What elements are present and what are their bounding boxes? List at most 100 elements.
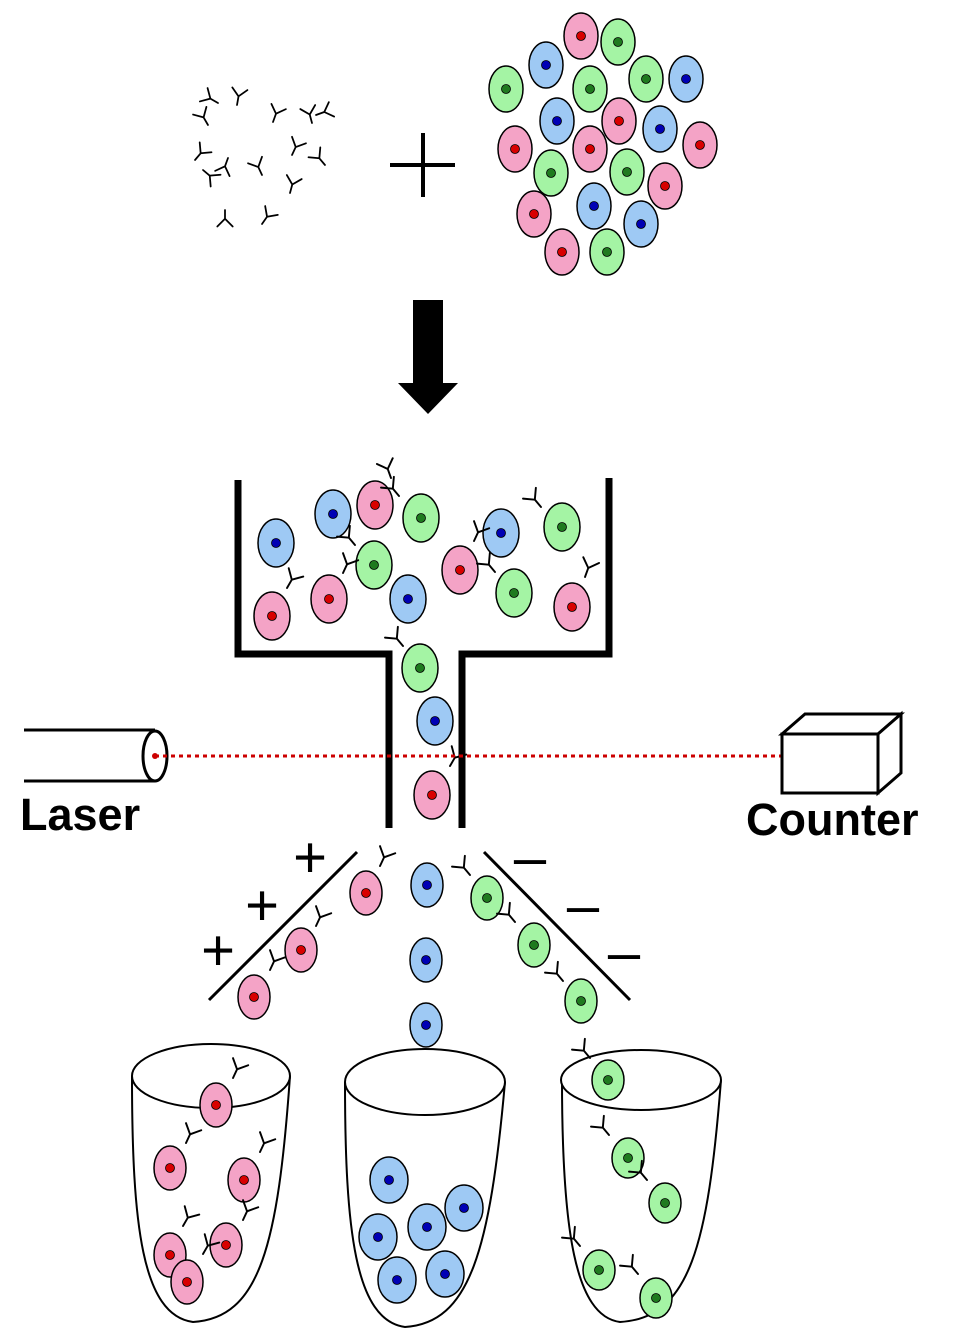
green-cell: [639, 1277, 673, 1319]
pink-cell: [497, 125, 533, 173]
positive-deflection-plate: [207, 850, 359, 1002]
laser-label: Laser: [20, 789, 140, 840]
plus-sign: +: [201, 918, 235, 983]
blue-cell: [409, 937, 443, 983]
sorter-funnel: [234, 478, 613, 828]
green-cell: [628, 55, 664, 103]
antibody-icon: [291, 135, 307, 156]
green-cell: [609, 148, 645, 196]
antibody-icon: [261, 205, 279, 225]
pink-cell: [209, 1222, 243, 1268]
antibody-icon: [476, 551, 496, 573]
blue-collection-cup: [344, 1048, 506, 1329]
pink-cell: [310, 574, 348, 624]
antibody-icon: [270, 102, 287, 123]
antibody-icon: [202, 169, 222, 188]
pink-cell: [349, 870, 383, 916]
blue-cell: [576, 182, 612, 230]
blue-cell: [444, 1184, 484, 1232]
blue-cell: [410, 862, 444, 908]
blue-cell: [389, 574, 427, 624]
antibody-icon: [307, 146, 326, 166]
blue-cell: [425, 1250, 465, 1298]
antibody-icon: [315, 101, 336, 118]
antibody-icon: [628, 1159, 648, 1181]
antibody-icon: [522, 486, 542, 508]
blue-cell: [528, 41, 564, 89]
blue-cell: [623, 200, 659, 248]
antibody-icon: [269, 949, 287, 971]
green-cell: [591, 1059, 625, 1101]
antibody-icon: [342, 552, 360, 574]
green-cell: [470, 875, 504, 921]
antibody-icon: [473, 520, 491, 542]
antibody-icon: [336, 524, 356, 546]
laser-spot: [152, 753, 158, 759]
cell-cluster: [488, 12, 718, 276]
pink-cell: [572, 125, 608, 173]
pink-cell: [413, 770, 451, 820]
green-cell: [611, 1137, 645, 1179]
pink-cell: [237, 974, 271, 1020]
pink-cell: [647, 162, 683, 210]
green-cell: [402, 493, 440, 543]
counter-label: Counter: [746, 794, 919, 845]
pink-cell: [284, 927, 318, 973]
antibody-icon: [315, 905, 333, 927]
minus-sign: –: [608, 920, 641, 985]
antibody-icon: [299, 104, 317, 124]
pink-cell: [253, 591, 291, 641]
antibody-icon: [185, 1122, 203, 1144]
plate-charges: +++–––: [201, 825, 641, 985]
antibody-icon: [379, 845, 397, 867]
pink-cell: [153, 1145, 187, 1191]
blue-cell: [409, 1002, 443, 1048]
antibody-icon: [182, 1205, 201, 1227]
antibody-icon: [192, 105, 209, 126]
blue-cell: [257, 518, 295, 568]
green-cell: [564, 978, 598, 1024]
antibody-icon: [286, 567, 305, 589]
down-arrow-icon: [398, 300, 458, 414]
pink-cell: [441, 545, 479, 595]
minus-sign: –: [514, 825, 547, 890]
blue-cell: [314, 489, 352, 539]
antibody-icon: [451, 854, 471, 876]
antibody-icon: [198, 87, 219, 104]
antibody-icon: [194, 141, 213, 161]
pink-cell: [544, 228, 580, 276]
antibody-icon: [242, 1199, 260, 1221]
blue-cell: [358, 1213, 398, 1261]
pink-cell: [601, 97, 637, 145]
green-cell: [517, 922, 551, 968]
antibody-icon: [259, 1131, 277, 1153]
negative-deflection-plate: [482, 850, 632, 1002]
counter-box-icon: [777, 710, 906, 797]
antibody-icon: [216, 209, 234, 228]
antibody-icon: [384, 625, 404, 647]
pink-cell: [516, 190, 552, 238]
pink-cell: [563, 12, 599, 60]
antibody-icon: [561, 1225, 581, 1247]
blue-cell: [377, 1256, 417, 1304]
antibody-icon: [375, 457, 394, 479]
antibody-icon: [571, 1037, 591, 1059]
green-cell: [600, 18, 636, 66]
antibody-icon: [582, 556, 601, 578]
sorted-cells: [153, 1037, 682, 1319]
green-cell: [533, 149, 569, 197]
green-cell: [572, 65, 608, 113]
blue-cell: [482, 508, 520, 558]
green-cell: [543, 502, 581, 552]
pink-cell: [553, 582, 591, 632]
antibody-icon: [285, 174, 303, 194]
blue-cell: [416, 696, 454, 746]
antibody-icon: [232, 1057, 250, 1079]
blue-cell: [369, 1156, 409, 1204]
pink-cell: [227, 1157, 261, 1203]
green-cell: [495, 568, 533, 618]
blue-cell: [642, 105, 678, 153]
antibody-icon: [380, 475, 400, 497]
plus-sign: +: [293, 825, 327, 890]
